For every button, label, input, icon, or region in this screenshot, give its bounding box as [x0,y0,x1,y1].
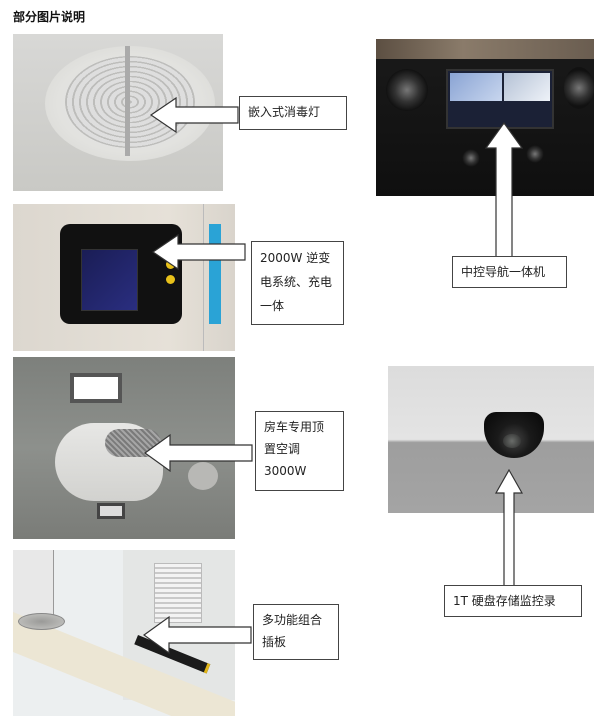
navigation-unit-photo [376,39,594,196]
air-vent-right [564,67,594,109]
label-line: 置空调 [264,442,301,456]
ceiling-vent [188,462,218,490]
navigation-screen [446,69,554,129]
arrow-up-icon [494,469,524,588]
label-line: 电系统、充电 [260,275,333,289]
control-knob [462,149,480,167]
socket-photo [13,550,235,716]
label-line: 房车专用顶 [264,420,325,434]
arrow-left-icon [152,233,246,271]
label-line: 2000W 逆变 [260,251,331,265]
camera-feed-2 [504,73,550,101]
ceiling-light [70,373,122,403]
page-title: 部分图片说明 [13,10,86,24]
label-line: 多功能组合 [262,613,323,627]
label-disinfection-lamp: 嵌入式消毒灯 [239,96,347,130]
wall-vent [154,563,202,623]
inverter-screen [81,249,138,311]
label-surveillance-recorder: 1T 硬盘存储监控录 [444,585,582,617]
inverter-button [166,275,175,284]
label-line: 嵌入式消毒灯 [248,105,321,119]
ceiling-light-small [97,503,125,519]
air-conditioner-photo [13,357,235,539]
inverter-panel-photo [13,204,235,351]
surveillance-camera-photo [388,366,594,513]
wall-seam [203,204,204,351]
label-multi-function-socket: 多功能组合 插板 [253,604,339,660]
arrow-left-icon [143,615,252,655]
label-line: 中控导航一体机 [461,265,546,279]
sink [18,613,65,630]
control-knob [526,145,544,163]
air-vent-left [386,69,428,111]
arrow-left-icon [150,96,239,134]
lamp-bracket [125,46,130,156]
label-line: 一体 [260,299,285,313]
label-navigation-unit: 中控导航一体机 [452,256,567,288]
label-inverter-system: 2000W 逆变 电系统、充电 一体 [251,241,344,325]
label-roof-air-conditioner: 房车专用顶 置空调 3000W [255,411,344,491]
label-line: 1T 硬盘存储监控录 [453,594,556,608]
camera-feed-1 [450,73,502,101]
windshield-area [376,39,594,59]
arrow-left-icon [144,433,253,473]
camera-lens [503,434,521,448]
label-line: 3000W [264,464,307,478]
label-line: 插板 [262,635,287,649]
arrow-up-icon [484,122,524,259]
